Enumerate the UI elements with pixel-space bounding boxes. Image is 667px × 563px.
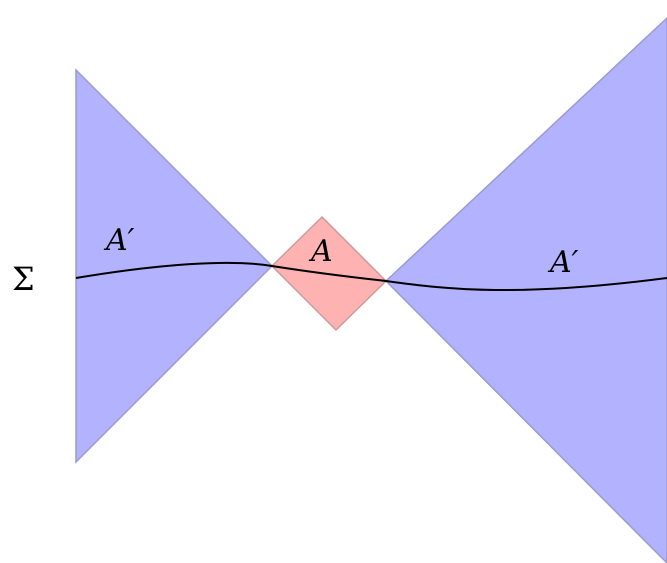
sigma-label: Σ [12, 260, 35, 298]
right-complement-label: A′ [547, 245, 579, 280]
left-complement-label: A′ [103, 223, 135, 258]
sigma-curve [75, 261, 667, 292]
region-a-label: A [308, 234, 333, 269]
